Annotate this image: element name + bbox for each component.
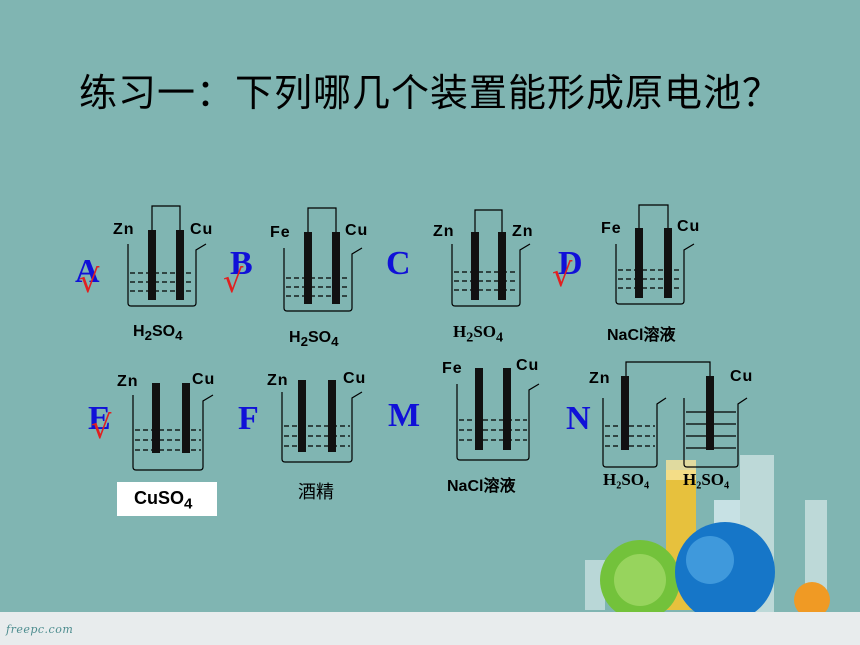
electrode-label-f-left: Zn bbox=[267, 372, 289, 389]
beaker-c bbox=[451, 209, 531, 307]
footer-logo: freepc.com bbox=[6, 623, 74, 636]
option-letter-f: F bbox=[238, 400, 259, 437]
electrode-e-right bbox=[182, 383, 190, 453]
electrode-n-right bbox=[706, 376, 714, 450]
electrode-f-right bbox=[328, 380, 336, 452]
electrode-label-f-right: Cu bbox=[343, 370, 367, 387]
electrode-n-left bbox=[621, 376, 629, 450]
solution-label-m: NaCl溶液 bbox=[447, 478, 516, 495]
page-title: 练习一：下列哪几个装置能形成原电池？ bbox=[78, 71, 781, 115]
beaker-a bbox=[127, 205, 207, 307]
footer-band bbox=[0, 612, 860, 645]
electrode-label-b-right: Cu bbox=[345, 222, 369, 239]
electrode-b-right bbox=[332, 232, 340, 304]
solution-label-e: CuSO4 bbox=[134, 488, 193, 513]
electrode-m-right bbox=[503, 368, 511, 450]
beaker-n-right bbox=[683, 397, 748, 468]
electrode-b-left bbox=[304, 232, 312, 304]
electrode-label-a-right: Cu bbox=[190, 221, 214, 238]
option-letter-n: N bbox=[566, 400, 591, 437]
beaker-n-left bbox=[602, 397, 667, 468]
electrode-label-d-right: Cu bbox=[677, 218, 701, 235]
option-letter-m: M bbox=[388, 397, 421, 434]
electrode-label-e-right: Cu bbox=[192, 371, 216, 388]
electrode-label-m-left: Fe bbox=[442, 360, 463, 377]
option-letter-b: B bbox=[230, 245, 253, 282]
wire-n bbox=[625, 361, 711, 376]
check-mark-d: √ bbox=[552, 256, 573, 294]
option-letter-c: C bbox=[386, 245, 411, 282]
electrode-d-right bbox=[664, 228, 672, 298]
electrode-label-b-left: Fe bbox=[270, 224, 291, 241]
electrode-label-e-left: Zn bbox=[117, 373, 139, 390]
solution-label-a: H2SO4 bbox=[133, 323, 183, 344]
solution-label-e-box bbox=[117, 482, 217, 516]
electrode-e-left bbox=[152, 383, 160, 453]
electrode-label-d-left: Fe bbox=[601, 220, 622, 237]
electrode-d-left bbox=[635, 228, 643, 298]
option-letter-e: E bbox=[88, 400, 111, 437]
electrode-c-right bbox=[498, 232, 506, 300]
electrode-label-n-left: Zn bbox=[589, 370, 611, 387]
check-mark-a: √ bbox=[79, 262, 100, 300]
option-letter-a: A bbox=[75, 253, 100, 290]
beaker-m bbox=[456, 383, 540, 461]
beaker-f bbox=[281, 391, 363, 463]
electrode-label-c-left: Zn bbox=[433, 223, 455, 240]
check-mark-b: √ bbox=[223, 262, 244, 300]
electrode-label-n-right: Cu bbox=[730, 368, 754, 385]
electrode-label-c-right: Zn bbox=[512, 223, 534, 240]
electrode-f-left bbox=[298, 380, 306, 452]
solution-label-d: NaCl溶液 bbox=[607, 327, 676, 344]
option-letter-d: D bbox=[558, 245, 583, 282]
electrode-m-left bbox=[475, 368, 483, 450]
electrode-label-a-left: Zn bbox=[113, 221, 135, 238]
beaker-b bbox=[283, 207, 363, 312]
solution-label-b: H2SO4 bbox=[289, 329, 339, 350]
solution-label-f: 酒精 bbox=[298, 482, 334, 503]
solution-label-n-left: H₂SO₄ bbox=[603, 470, 650, 489]
electrode-c-left bbox=[471, 232, 479, 300]
solution-label-c: H2SO4 bbox=[453, 322, 504, 346]
electrode-a-right bbox=[176, 230, 184, 300]
electrode-label-m-right: Cu bbox=[516, 357, 540, 374]
beaker-d bbox=[615, 204, 695, 305]
electrode-a-left bbox=[148, 230, 156, 300]
check-mark-e: √ bbox=[91, 408, 112, 446]
solution-label-n-right: H₂SO₄ bbox=[683, 470, 730, 489]
beaker-e bbox=[132, 394, 214, 471]
